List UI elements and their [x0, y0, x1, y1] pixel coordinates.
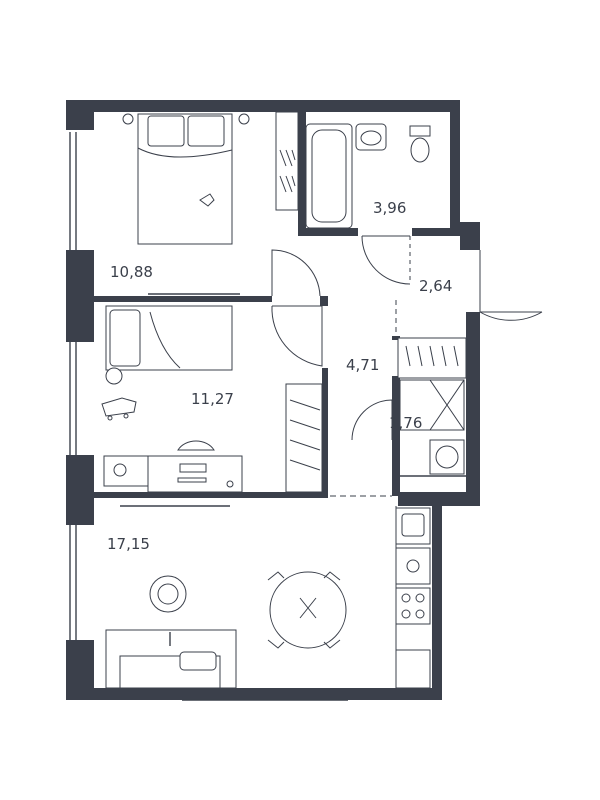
- sink-icon: [355, 123, 387, 151]
- area-label-bathroom: 3,96: [373, 199, 406, 217]
- area-label-utility: 1,76: [389, 414, 422, 432]
- bed-icon: [105, 305, 233, 371]
- washing-machine-icon: [399, 379, 465, 475]
- wardrobe-icon: [285, 383, 323, 493]
- desk-icon: [103, 455, 243, 493]
- sofa-icon: [105, 629, 237, 689]
- stove-icon: [395, 547, 431, 625]
- area-label-bedroom-2: 11,27: [191, 390, 234, 408]
- kitchen-sink-icon: [395, 507, 431, 545]
- bathtub-icon: [305, 123, 353, 229]
- area-label-hall: 2,64: [419, 277, 452, 295]
- walls: [66, 100, 480, 700]
- wardrobe-icon: [275, 111, 299, 211]
- area-label-corridor: 4,71: [346, 356, 379, 374]
- area-labels: 10,88 3,96 2,64 4,71 11,27 1,76 17,15: [107, 199, 452, 553]
- doors: [271, 235, 543, 497]
- roller-skates-icon: [101, 397, 137, 421]
- windows: [69, 132, 348, 701]
- rug-icon: [149, 575, 187, 613]
- toilet-icon: [409, 125, 431, 163]
- toy-icon: [105, 367, 123, 385]
- area-label-kitchen-living: 17,15: [107, 535, 150, 553]
- area-label-bedroom-1: 10,88: [110, 263, 153, 281]
- wardrobe-icon: [397, 337, 467, 379]
- bed-icon: [122, 113, 250, 245]
- chair-icon: [177, 440, 215, 451]
- dining-table-icon: [267, 571, 347, 649]
